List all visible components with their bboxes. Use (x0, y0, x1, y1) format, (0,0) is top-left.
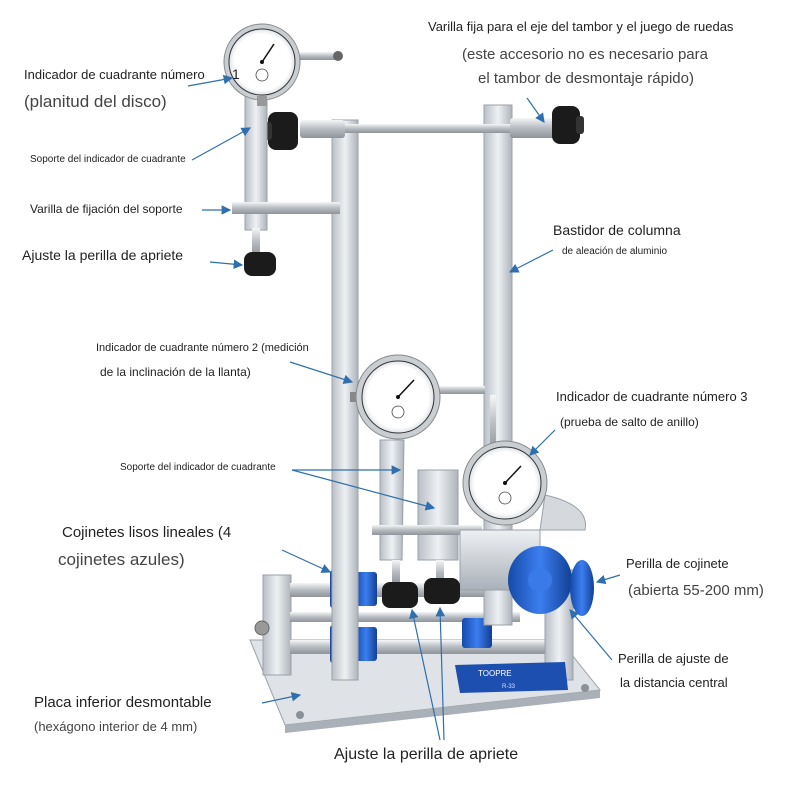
dial-indicator-3 (462, 395, 586, 531)
tighten-knob-left (382, 582, 418, 608)
label-dial1-line1: Indicador de cuadrante número (24, 67, 205, 82)
label-dial2-line1: Indicador de cuadrante número 2 (medició… (96, 342, 309, 354)
leader-lines (187, 74, 621, 741)
label-dial1-line2: (planitud del disco) (24, 92, 167, 111)
product-brand: TOOPRE (478, 669, 512, 678)
label-bearing-knob-line1: Perilla de cojinete (626, 556, 729, 571)
label-column-frame-line1: Bastidor de columna (553, 222, 681, 238)
support-fixing-rod (232, 202, 340, 214)
dial-support-arm-mid-left (379, 439, 405, 561)
label-fixed-rod-line1: Varilla fija para el eje del tambor y el… (428, 19, 734, 34)
product-model: R-33 (502, 684, 516, 690)
label-tighten-knob-bottom: Ajuste la perilla de apriete (334, 746, 519, 763)
label-bearing-knob-line2: (abierta 55-200 mm) (628, 582, 764, 599)
label-fixed-rod-line2: (este accesorio no es necesario para (462, 46, 708, 63)
bottom-tighten-knob-top (244, 252, 276, 276)
tighten-knob-right (424, 578, 460, 604)
threaded-rod (290, 612, 520, 622)
label-dial1-number: 1 (232, 66, 240, 82)
label-base-plate-line2: (hexágono interior de 4 mm) (34, 719, 198, 734)
label-bearings-line2: cojinetes azules) (58, 550, 185, 569)
hex-bolt-icon (254, 620, 270, 636)
label-dial3-line1: Indicador de cuadrante número 3 (556, 389, 748, 404)
label-tighten-knob-top: Ajuste la perilla de apriete (22, 247, 184, 263)
dial-support-arm-mid-right (417, 469, 459, 561)
label-dial3-line2: (prueba de salto de anillo) (560, 415, 699, 429)
label-dial-support-top: Soporte del indicador de cuadrante (30, 154, 186, 165)
label-center-knob-line1: Perilla de ajuste de (618, 651, 729, 666)
label-bearings-line1: Cojinetes lisos lineales (4 (62, 524, 232, 541)
label-base-plate-line1: Placa inferior desmontable (34, 694, 212, 711)
label-dial-support-mid: Soporte del indicador de cuadrante (120, 462, 276, 473)
axle-rod (300, 124, 530, 133)
top-right-knob (552, 106, 584, 144)
dial-indicator-1 (223, 23, 343, 106)
label-fixed-rod-line3: el tambor de desmontaje rápido) (478, 70, 694, 87)
label-center-knob-line2: la distancia central (620, 675, 728, 690)
bearing-knob (508, 546, 594, 616)
product-label: TOOPRE R-33 (455, 662, 568, 693)
dial-indicator-2 (350, 354, 485, 440)
label-column-frame-line2: de aleación de aluminio (562, 246, 668, 257)
label-support-rod: Varilla de fijación del soporte (30, 202, 183, 216)
label-dial2-line2: de la inclinación de la llanta) (100, 365, 251, 379)
